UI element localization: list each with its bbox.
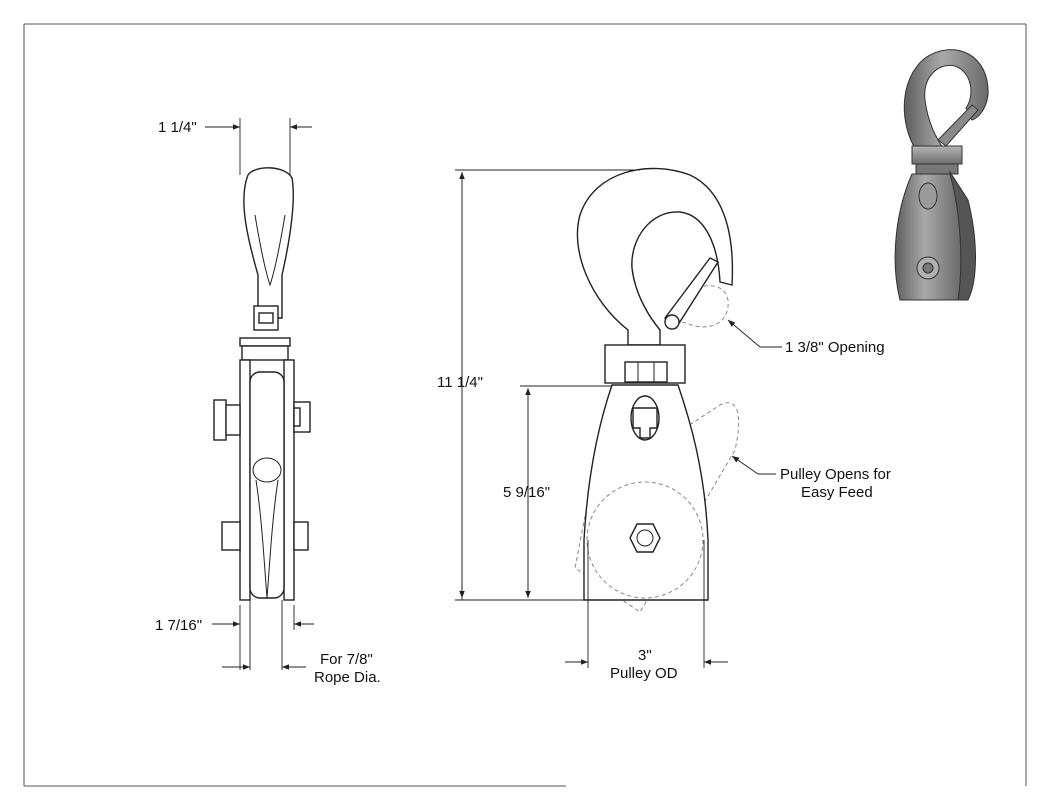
dim-body-height: 5 9/16" bbox=[503, 484, 550, 501]
side-plate-right bbox=[283, 359, 295, 601]
axle-nut-left bbox=[221, 521, 241, 551]
dim-rope-line1: For 7/8" bbox=[320, 651, 373, 668]
product-render bbox=[894, 49, 989, 301]
dim-pulley-od-line1: 3" bbox=[638, 647, 652, 664]
dim-bottom-width: 1 7/16" bbox=[155, 617, 202, 634]
hook-side-profile bbox=[243, 167, 294, 319]
swivel-nut-front bbox=[624, 361, 668, 383]
latch-knob-side bbox=[213, 399, 227, 441]
side-plate-left bbox=[239, 359, 251, 601]
axle-nut-right bbox=[293, 521, 309, 551]
dim-rope-line2: Rope Dia. bbox=[314, 669, 381, 686]
dim-pulley-od-line2: Pulley OD bbox=[610, 665, 678, 682]
hook-front bbox=[576, 167, 734, 346]
sheave-side bbox=[249, 371, 285, 599]
swivel-collar bbox=[239, 337, 291, 347]
dim-top-width: 1 1/4" bbox=[158, 119, 197, 136]
callout-opens-line1: Pulley Opens for bbox=[780, 466, 891, 483]
drawing-border bbox=[23, 23, 1027, 787]
callout-hook-opening: 1 3/8" Opening bbox=[785, 339, 885, 356]
axle-nut-front bbox=[629, 523, 661, 553]
front-view bbox=[455, 167, 782, 668]
side-view bbox=[205, 118, 314, 670]
side-plate-front bbox=[583, 384, 709, 601]
dim-overall-height: 11 1/4" bbox=[437, 374, 483, 391]
callout-opens-line2: Easy Feed bbox=[801, 484, 873, 501]
